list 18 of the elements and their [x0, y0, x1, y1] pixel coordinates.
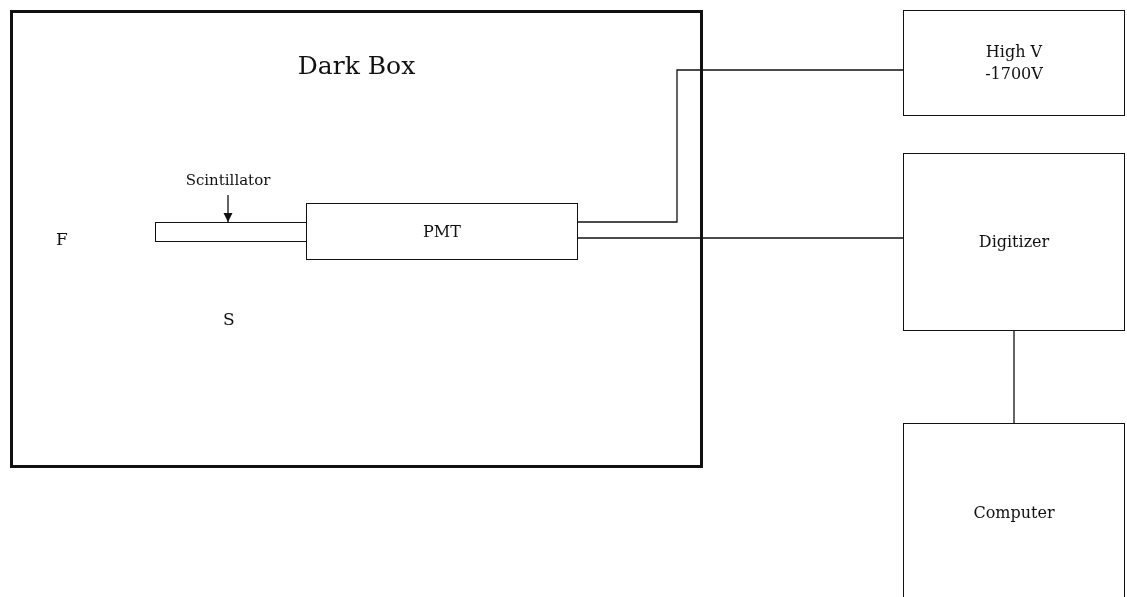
high-voltage-supply-box: [903, 10, 1125, 116]
digitizer-box: [903, 153, 1125, 331]
node-text: Digitizer: [977, 231, 1051, 253]
cable-line: [577, 237, 904, 239]
side-label: S: [223, 309, 235, 329]
node-text: PMT: [422, 220, 462, 243]
scintillator-bar: [155, 222, 307, 242]
node-text: High V -1700V: [984, 41, 1044, 85]
side-label: F: [56, 229, 68, 249]
cable-line: [1013, 330, 1015, 424]
heading: Dark Box: [296, 51, 417, 80]
leader-arrow: [223, 194, 233, 223]
dark-box-enclosure: [10, 10, 703, 468]
node-text: Computer: [972, 502, 1056, 524]
pmt-box: [306, 203, 578, 260]
node-text: Scintillator: [184, 171, 272, 189]
cable-line: [577, 69, 904, 223]
computer-box: [903, 423, 1125, 597]
